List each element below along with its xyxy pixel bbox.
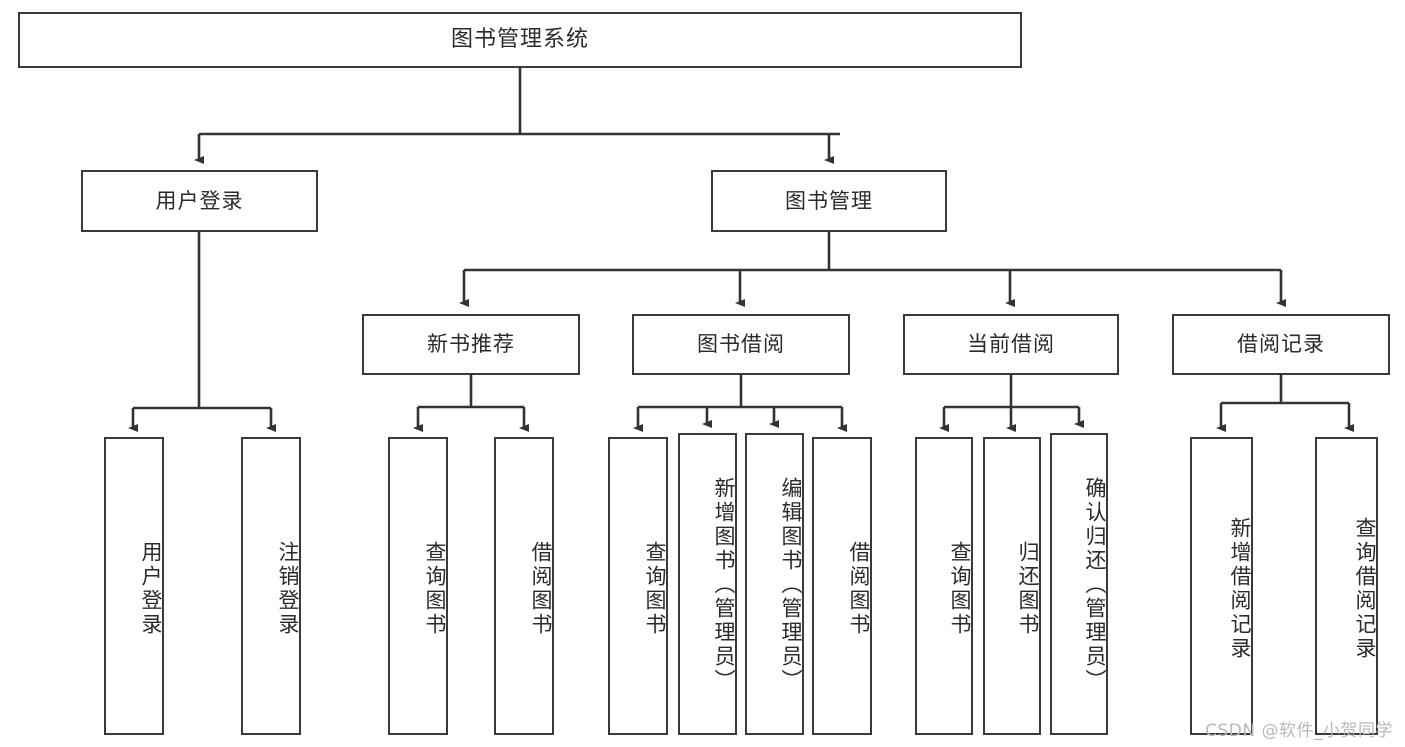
node-label: 用户登录 <box>155 188 244 213</box>
leaf-add-book-admin[interactable]: 新增图书（管理员） <box>678 433 737 735</box>
leaf-query-book-recommend[interactable]: 查询图书 <box>388 437 448 735</box>
node-label: 确认归还（管理员） <box>1083 477 1107 693</box>
node-label: 图书管理 <box>785 188 873 213</box>
node-user-login[interactable]: 用户登录 <box>81 170 318 232</box>
leaf-user-login[interactable]: 用户登录 <box>104 437 164 735</box>
leaf-user-logout[interactable]: 注销登录 <box>241 437 301 735</box>
leaf-confirm-return-admin[interactable]: 确认归还（管理员） <box>1050 433 1108 735</box>
node-label: 查询图书 <box>423 541 447 637</box>
node-label: 图书管理系统 <box>450 27 589 53</box>
node-root-system[interactable]: 图书管理系统 <box>18 12 1022 68</box>
leaf-return-book[interactable]: 归还图书 <box>983 437 1041 735</box>
node-new-book-recommend[interactable]: 新书推荐 <box>362 314 580 375</box>
leaf-borrow-book-recommend[interactable]: 借阅图书 <box>494 437 554 735</box>
node-current-borrow[interactable]: 当前借阅 <box>903 314 1119 375</box>
node-book-management[interactable]: 图书管理 <box>711 170 947 232</box>
node-book-borrow[interactable]: 图书借阅 <box>632 314 850 375</box>
node-label: 图书借阅 <box>697 332 785 357</box>
node-label: 新书推荐 <box>427 332 515 357</box>
node-borrow-record[interactable]: 借阅记录 <box>1172 314 1390 375</box>
node-label: 新增借阅记录 <box>1228 517 1252 661</box>
node-label: 借阅图书 <box>529 541 553 637</box>
node-label: 查询借阅记录 <box>1353 517 1377 661</box>
node-label: 查询图书 <box>643 541 667 637</box>
node-label: 注销登录 <box>276 541 300 637</box>
watermark: CSDN @软件_小贺同学 <box>1205 721 1393 741</box>
node-label: 当前借阅 <box>967 332 1055 357</box>
node-label: 新增图书（管理员） <box>712 477 736 693</box>
node-label: 用户登录 <box>139 541 163 637</box>
leaf-query-book-borrow[interactable]: 查询图书 <box>608 437 668 735</box>
leaf-query-book-current[interactable]: 查询图书 <box>915 437 973 735</box>
leaf-add-borrow-record[interactable]: 新增借阅记录 <box>1190 437 1253 735</box>
leaf-borrow-book[interactable]: 借阅图书 <box>812 437 872 735</box>
node-label: 查询图书 <box>948 541 972 637</box>
node-label: 借阅图书 <box>847 541 871 637</box>
leaf-query-borrow-record[interactable]: 查询借阅记录 <box>1315 437 1378 735</box>
leaf-edit-book-admin[interactable]: 编辑图书（管理员） <box>745 433 804 735</box>
node-label: 归还图书 <box>1016 541 1040 637</box>
node-label: 编辑图书（管理员） <box>779 477 803 693</box>
node-label: 借阅记录 <box>1237 332 1325 357</box>
